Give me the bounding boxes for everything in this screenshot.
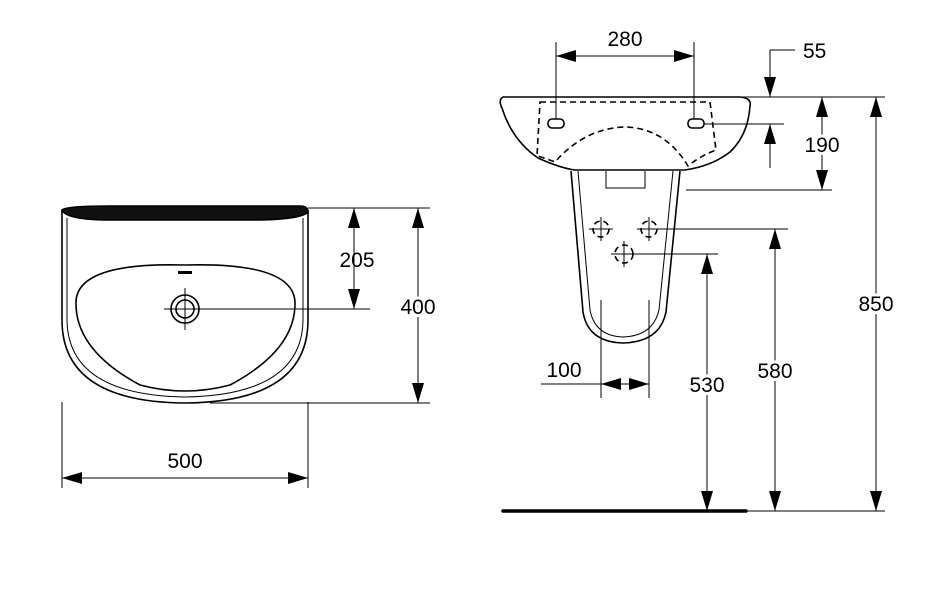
basin-top-view: 500 205 400 [61, 205, 439, 488]
dim-bowl-depth: 190 [686, 97, 843, 191]
dim-rim-offset: 55 [704, 40, 885, 168]
pedestal [570, 170, 681, 344]
dim-fixing-span: 280 [555, 28, 695, 119]
dim-bowl-depth-label: 190 [804, 134, 839, 157]
dim-supply-height: 580 [661, 228, 796, 511]
tap-hole [164, 288, 206, 330]
dim-waste-width-label: 100 [546, 359, 581, 382]
dim-width: 500 [61, 402, 309, 488]
basin-side-view: 280 55 190 100 [499, 28, 897, 513]
basin-bowl [75, 263, 296, 392]
dim-waste-width: 100 [541, 300, 650, 398]
dim-supply-height-label: 580 [757, 360, 792, 383]
overflow-slot [178, 271, 192, 274]
dim-waste-height: 530 [637, 253, 728, 511]
dim-rim-offset-label: 55 [803, 40, 826, 63]
waste-outlet [605, 171, 646, 189]
basin-rim [61, 205, 309, 221]
basin-outline-inner [66, 218, 304, 398]
basin-bowl-hidden [536, 101, 717, 168]
basin-side-outline [499, 96, 752, 171]
dim-overall-height: 850 [746, 97, 897, 512]
basin-outline [61, 210, 309, 404]
dim-fixing-span-label: 280 [607, 28, 642, 51]
pedestal-inner [577, 170, 674, 338]
dim-waste-height-label: 530 [689, 374, 724, 397]
fixing-hole-left [547, 118, 565, 129]
dim-tap-hole: 205 [200, 207, 430, 310]
waste-hole [611, 241, 637, 267]
dim-tap-hole-label: 205 [339, 249, 374, 272]
dim-width-label: 500 [167, 450, 202, 473]
supply-hole-left [589, 217, 613, 241]
dim-depth: 400 [210, 208, 439, 404]
dim-overall-height-label: 850 [858, 293, 893, 316]
fixing-hole-right [687, 118, 705, 129]
supply-hole-right [637, 217, 661, 241]
dim-depth-label: 400 [400, 296, 435, 319]
